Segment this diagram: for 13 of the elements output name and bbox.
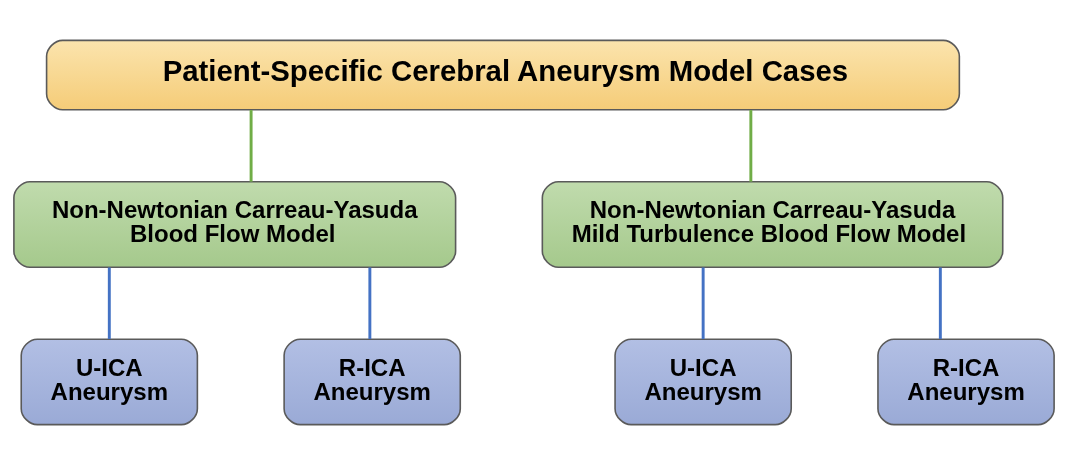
node-box: R-ICA Aneurysm <box>877 337 1055 425</box>
connector <box>368 267 372 339</box>
node-box: U-ICA Aneurysm <box>614 337 792 425</box>
node-box: Non-Newtonian Carreau-Yasuda Mild Turbulence Blood Flow Model <box>541 180 1004 268</box>
node-box: Patient-Specific Cerebral Aneurysm Model Cases <box>45 39 961 111</box>
connector <box>938 267 942 339</box>
node-box: U-ICA Aneurysm <box>20 337 199 425</box>
connector <box>701 267 705 339</box>
connector <box>749 109 753 182</box>
node-box: Non-Newtonian Carreau-Yasuda Blood Flow Model <box>13 180 457 268</box>
connector <box>249 109 253 182</box>
node-box: R-ICA Aneurysm <box>283 337 462 425</box>
connector <box>107 267 111 339</box>
